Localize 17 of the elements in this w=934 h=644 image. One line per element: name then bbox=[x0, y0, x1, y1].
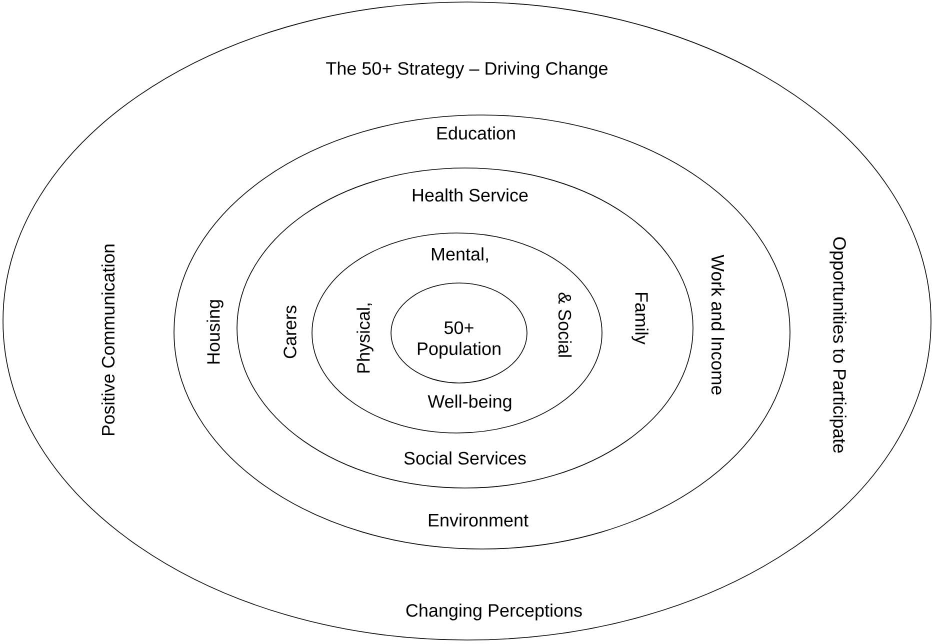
ring-label: Housing bbox=[206, 300, 224, 364]
ring-label: Carers bbox=[284, 306, 296, 358]
ring-label: Mental, bbox=[432, 247, 488, 263]
ring-label: Physical, bbox=[356, 304, 374, 373]
ring-label: Family bbox=[632, 292, 648, 344]
ring-label: 50+ Population bbox=[418, 321, 500, 359]
ring-label: Well-being bbox=[428, 394, 512, 412]
ring-label: Opportunities to Participate bbox=[830, 237, 846, 453]
ring-label: The 50+ Strategy – Driving Change bbox=[326, 62, 608, 78]
ring-label: Education bbox=[437, 126, 515, 140]
ring-label: Environment bbox=[428, 513, 528, 527]
ring-label: Social Services bbox=[404, 451, 526, 465]
ring-label: Health Service bbox=[412, 188, 528, 202]
ring-label: & Social bbox=[558, 292, 572, 357]
ring-label: Positive Communication bbox=[101, 244, 115, 436]
ring-label: Changing Perceptions bbox=[406, 604, 582, 620]
ring-label: Work and Income bbox=[711, 254, 725, 395]
